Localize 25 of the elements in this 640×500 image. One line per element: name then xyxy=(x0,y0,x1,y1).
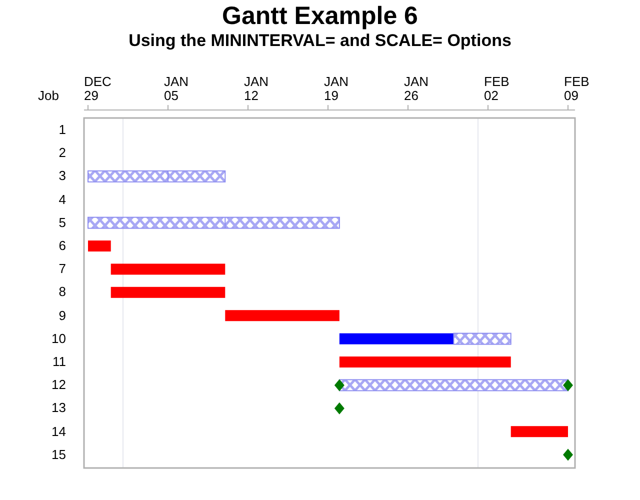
job-number: 6 xyxy=(58,238,66,253)
job-number: 15 xyxy=(50,446,66,462)
chart-subtitle: Using the MININTERVAL= and SCALE= Options xyxy=(128,31,512,51)
job-number: 13 xyxy=(50,400,66,416)
date-tick-label: FEB 09 xyxy=(564,75,590,103)
chart-title: Gantt Example 6 xyxy=(221,2,419,31)
job-number: 1 xyxy=(58,122,66,137)
date-tick-label: JAN 19 xyxy=(324,75,350,103)
date-tick-label: JAN 05 xyxy=(164,75,190,103)
job-number: 9 xyxy=(58,308,66,323)
date-tick-label: JAN 12 xyxy=(244,75,270,103)
job-number: 7 xyxy=(58,261,66,276)
job-number: 2 xyxy=(58,145,66,160)
job-number: 10 xyxy=(50,330,66,346)
job-number: 5 xyxy=(58,214,66,230)
date-tick-label: DEC 29 xyxy=(84,75,112,103)
job-number: 3 xyxy=(58,168,66,184)
job-number: 12 xyxy=(50,377,66,392)
job-number: 11 xyxy=(52,354,66,369)
date-tick-label: FEB 02 xyxy=(484,75,510,103)
column-heading: Job xyxy=(38,89,59,103)
date-tick-label: JAN 26 xyxy=(404,75,430,103)
job-number: 4 xyxy=(58,192,66,207)
job-number: 14 xyxy=(50,424,66,439)
job-number: 8 xyxy=(58,284,66,300)
